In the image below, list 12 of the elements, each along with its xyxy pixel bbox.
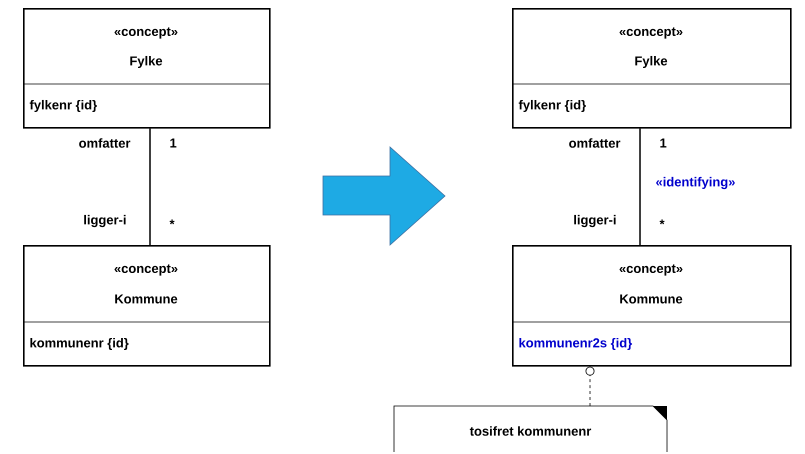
edge-label: «identifying» bbox=[656, 176, 735, 190]
association-line bbox=[639, 128, 641, 245]
note-box: tosifret kommunenr bbox=[394, 406, 668, 452]
node-label: tosifret kommunenr bbox=[470, 426, 592, 436]
class-box: «concept» Kommune kommunenr {id} bbox=[22, 245, 271, 367]
association-line bbox=[149, 128, 151, 245]
role-label: ligger-i bbox=[84, 214, 126, 228]
class-box: «concept» Kommune kommunenr2s {id} bbox=[512, 245, 792, 367]
multiplicity-label: * bbox=[170, 220, 175, 224]
multiplicity-label: * bbox=[660, 220, 665, 224]
association-line bbox=[586, 366, 594, 406]
role-label: ligger-i bbox=[574, 214, 616, 228]
